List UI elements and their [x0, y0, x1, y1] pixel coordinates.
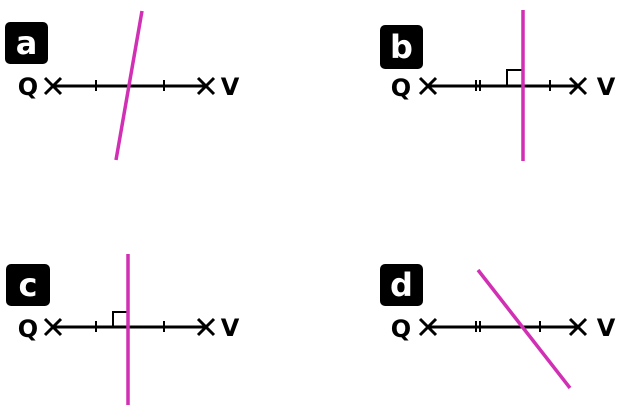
point-label-v: V — [221, 314, 240, 342]
badge-label-c: c — [19, 266, 38, 304]
point-v-cross-icon — [196, 76, 216, 96]
panel-c: c Q V — [6, 254, 240, 405]
badge-label-b: b — [390, 28, 413, 66]
point-label-q: Q — [391, 74, 411, 102]
point-q-cross-icon — [43, 317, 63, 337]
panel-d: d Q V — [380, 264, 616, 390]
right-angle-mark — [506, 69, 523, 86]
point-v-cross-icon — [568, 76, 588, 96]
badge-c — [6, 264, 50, 306]
point-label-v: V — [597, 314, 616, 342]
right-angle-mark — [112, 311, 128, 327]
point-label-q: Q — [18, 73, 38, 101]
badge-label-d: d — [390, 266, 413, 304]
point-q-cross-icon — [418, 317, 438, 337]
point-label-q: Q — [18, 315, 38, 343]
bisector-line — [476, 268, 572, 390]
panel-a: a Q V — [5, 10, 240, 161]
badge-d — [380, 264, 423, 306]
point-q-cross-icon — [43, 76, 63, 96]
badge-b — [380, 25, 423, 69]
panel-b: b Q V — [380, 10, 616, 161]
point-label-v: V — [221, 73, 240, 101]
point-v-cross-icon — [568, 317, 588, 337]
point-label-v: V — [597, 73, 616, 101]
bisector-line — [114, 10, 144, 161]
badge-label-a: a — [16, 24, 38, 62]
point-v-cross-icon — [196, 317, 216, 337]
point-q-cross-icon — [418, 76, 438, 96]
badge-a — [5, 22, 48, 64]
point-label-q: Q — [391, 315, 411, 343]
